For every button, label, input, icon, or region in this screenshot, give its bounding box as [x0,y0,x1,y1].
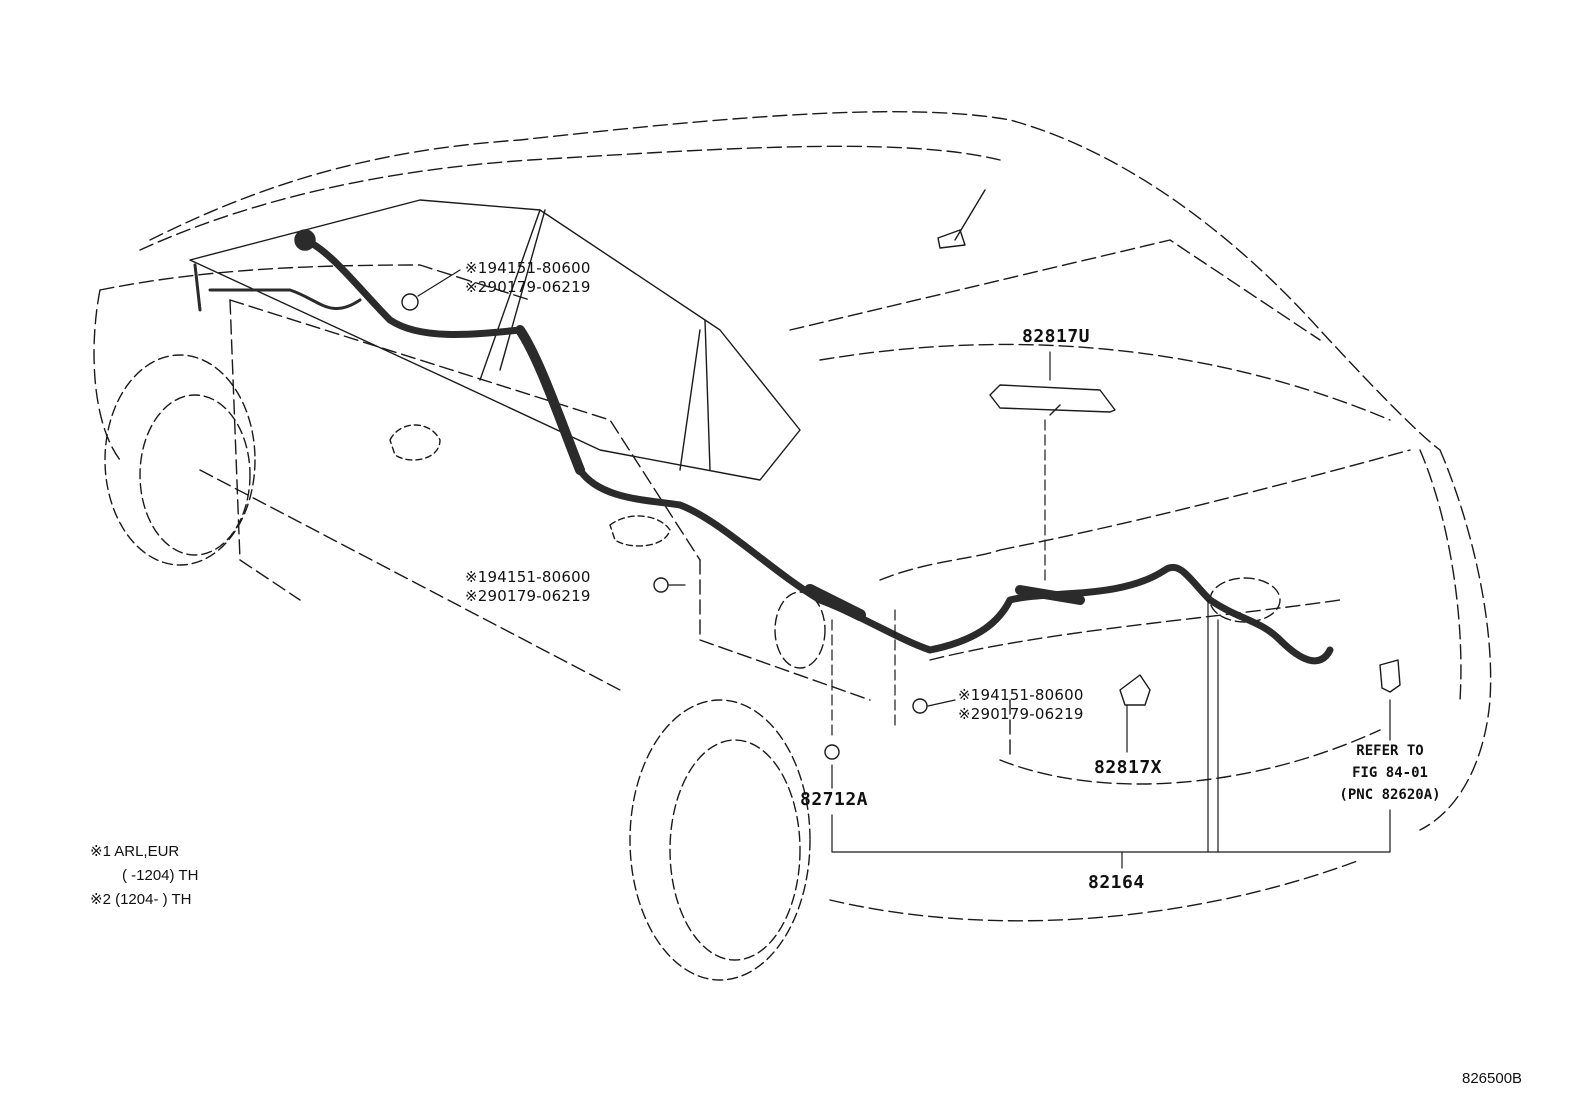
refer-note: REFER TO FIG 84-01 (PNC 82620A) [1335,740,1445,806]
leader-lines [417,269,1391,869]
clip-1-line2: ※290179-06219 [465,278,591,296]
window-outlines [189,199,801,481]
footnote-2-line1: ※2 (1204- ) TH [90,891,192,908]
part-label-82817X: 82817X [1094,757,1163,778]
clip-callout-2: ※194151-80600 ※290179-06219 [465,568,591,606]
clip-callout-1: ※194151-80600 ※290179-06219 [465,259,591,297]
clip-2-line2: ※290179-06219 [465,587,591,605]
clip-3-line1: ※194151-80600 [958,686,1084,704]
refer-line1: REFER TO [1356,743,1424,759]
clip-1-line1: ※194151-80600 [465,259,591,277]
part-label-82164: 82164 [1088,872,1145,893]
part-82620A-shape [1379,659,1401,693]
refer-line3: (PNC 82620A) [1339,787,1441,803]
clip-2-line1: ※194151-80600 [465,568,591,586]
part-label-82712A: 82712A [800,789,869,810]
refer-line2: FIG 84-01 [1352,765,1428,781]
part-82817U-shape [989,384,1116,416]
part-82817X-shape [1119,674,1151,706]
footnotes: ※1 ARL,EUR ( -1204) TH ※2 (1204- ) TH [90,840,198,912]
part-label-82817U: 82817U [1022,326,1091,347]
footnote-1-line1: ※1 ARL,EUR [90,843,180,860]
footnote-1-line2: ( -1204) TH [122,867,199,884]
clip-callout-3: ※194151-80600 ※290179-06219 [958,686,1084,724]
figure-id: 826500B [1462,1070,1523,1087]
part-82712A-shape [824,744,840,760]
wire-harness [193,229,1334,665]
antenna-icon [937,189,986,249]
door-handles [389,424,671,547]
clip-3-line2: ※290179-06219 [958,705,1084,723]
car-body-outline [93,111,1492,922]
